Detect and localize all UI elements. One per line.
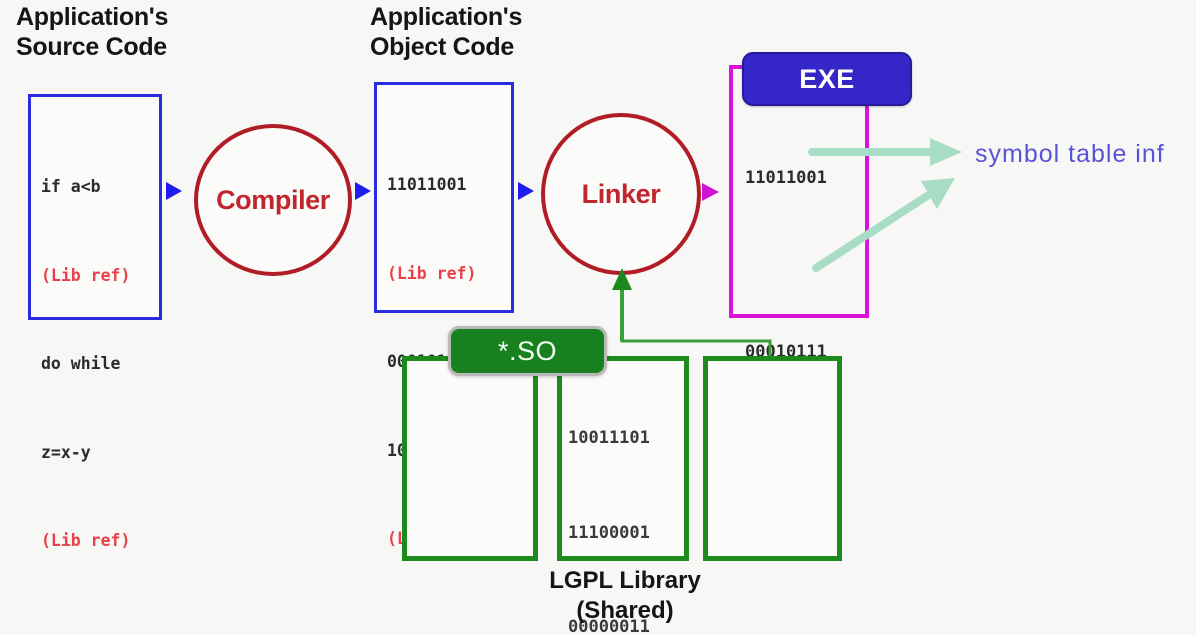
lgpl-box-right [703, 356, 842, 561]
source-code-box: if a<b (Lib ref) do while z=x-y (Lib ref… [28, 94, 162, 550]
exe-badge-label: EXE [799, 63, 855, 94]
code-line-libref: (Lib ref) [41, 265, 131, 285]
lgpl-box-left [402, 356, 538, 561]
code-line: 00000011 [568, 617, 650, 635]
lgpl-caption: LGPL Library (Shared) [549, 567, 701, 624]
symbol-table-label: symbol table inf [975, 140, 1165, 168]
code-line-libref: (Lib ref) [387, 263, 477, 283]
linker-node: Linker [541, 113, 701, 275]
compiler-label: Compiler [216, 184, 330, 215]
object-code-box: 11011001 (Lib ref) 00010111 10101011 (Li… [374, 82, 514, 548]
so-badge-label: *.SO [497, 335, 558, 366]
code-line: do while [41, 354, 121, 373]
source-code-lines: if a<b (Lib ref) do while z=x-y (Lib ref… [31, 113, 159, 615]
exe-badge: EXE [742, 52, 912, 106]
code-line-gap [745, 251, 827, 280]
source-code-heading: Application's Source Code [16, 3, 169, 61]
mint-arrow-lower-head-icon [921, 178, 955, 209]
arrow-linker-to-exe-icon [702, 183, 719, 201]
linker-label: Linker [581, 178, 661, 209]
lgpl-code-lines: 10011101 11100001 00000011 01000100 1001… [568, 360, 650, 635]
object-code-heading: Application's Object Code [370, 3, 523, 61]
code-line: z=x-y [41, 442, 91, 462]
code-line: 11011001 [745, 168, 827, 188]
code-line: if a<b [41, 177, 101, 196]
arrow-object-to-linker-icon [518, 182, 534, 200]
code-line: 11100001 [568, 522, 650, 543]
mint-arrow-upper-head-icon [930, 138, 962, 166]
code-line: 11011001 [387, 175, 467, 194]
arrow-compiler-to-object-icon [355, 182, 371, 200]
code-line-libref: (Lib ref) [41, 531, 131, 550]
compiler-node: Compiler [194, 124, 352, 276]
arrow-source-to-compiler-icon [166, 182, 182, 200]
lgpl-box-middle [557, 356, 689, 561]
so-badge: *.SO [448, 326, 607, 376]
code-line: 10011101 [568, 428, 650, 448]
